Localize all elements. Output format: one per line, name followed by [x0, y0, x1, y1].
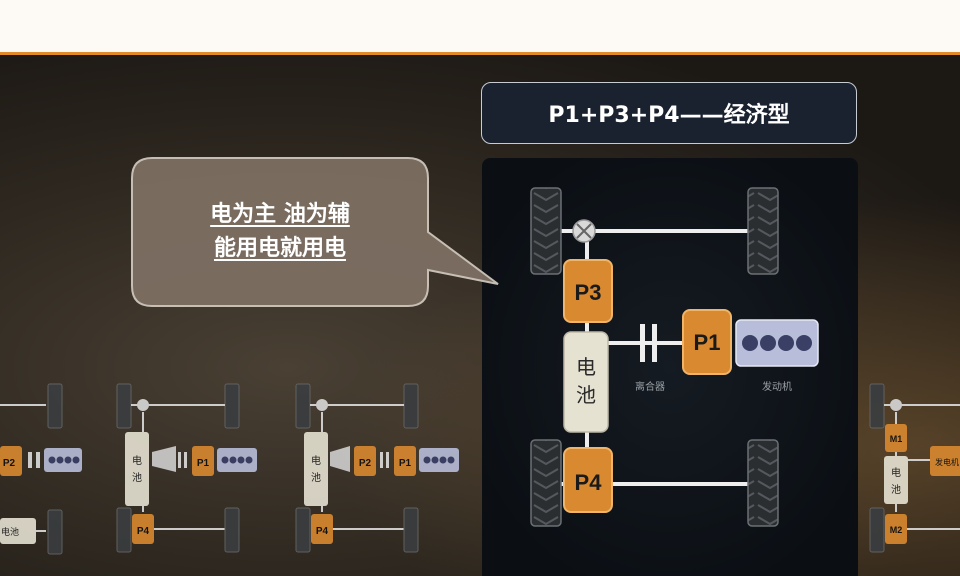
wheel-front-left	[530, 187, 562, 275]
p4-label: P4	[575, 470, 603, 495]
clutch-icon	[640, 324, 657, 362]
mini-diagram-a: P2 电池	[0, 383, 82, 555]
mini-c-battery-1: 电	[311, 454, 321, 467]
mini-d-battery-1: 电	[891, 466, 901, 479]
mini-diagram-d: M1 电 池 发电机 M2	[869, 383, 960, 553]
mini-b-battery-1: 电	[132, 454, 142, 467]
mini-c-p1: P1	[399, 458, 412, 469]
p3-label: P3	[575, 280, 602, 305]
mini-b-battery-2: 池	[132, 471, 142, 484]
p3-motor	[563, 259, 613, 323]
engine-icon	[735, 319, 819, 367]
battery-label-2: 池	[576, 383, 596, 407]
bubble-text: 电为主 油为辅 能用电就用电	[160, 198, 400, 266]
bubble-line-2: 能用电就用电	[213, 236, 346, 261]
mini-a-p2-label: P2	[3, 458, 16, 469]
wheel-rear-right	[747, 439, 779, 527]
slide-title: P1+P3+P4——经济型	[481, 82, 857, 144]
mini-a-battery	[0, 518, 36, 544]
clutch-label: 离合器	[635, 380, 665, 393]
mini-a-battery-label: 电池	[1, 526, 19, 538]
mini-diagram-c: 电 池 P2 P1 P4	[295, 383, 459, 553]
p1-label: P1	[694, 330, 721, 355]
engine-label: 发动机	[762, 380, 792, 393]
mini-d-generator: 发电机	[935, 457, 959, 467]
mini-b-p1: P1	[197, 458, 210, 469]
mini-c-p4: P4	[316, 526, 329, 537]
wheel-rear-left	[530, 439, 562, 527]
top-bar	[0, 0, 960, 55]
p4-motor	[563, 447, 613, 513]
bubble-line-1: 电为主 油为辅	[210, 202, 350, 227]
mini-diagram-b: 电 池 P1 P4	[116, 383, 257, 553]
mini-c-battery-2: 池	[311, 471, 321, 484]
battery	[563, 331, 609, 433]
mini-a-p2	[0, 446, 22, 476]
mini-c-p2: P2	[359, 458, 372, 469]
wheel-front-right	[747, 187, 779, 275]
mini-d-m2: M2	[890, 525, 903, 535]
mini-b-p4: P4	[137, 526, 150, 537]
differential-icon	[572, 219, 596, 243]
battery-label-1: 电	[576, 355, 596, 379]
p1-motor	[682, 309, 732, 375]
mini-d-m1: M1	[890, 434, 903, 444]
mini-d-battery-2: 池	[891, 483, 901, 496]
